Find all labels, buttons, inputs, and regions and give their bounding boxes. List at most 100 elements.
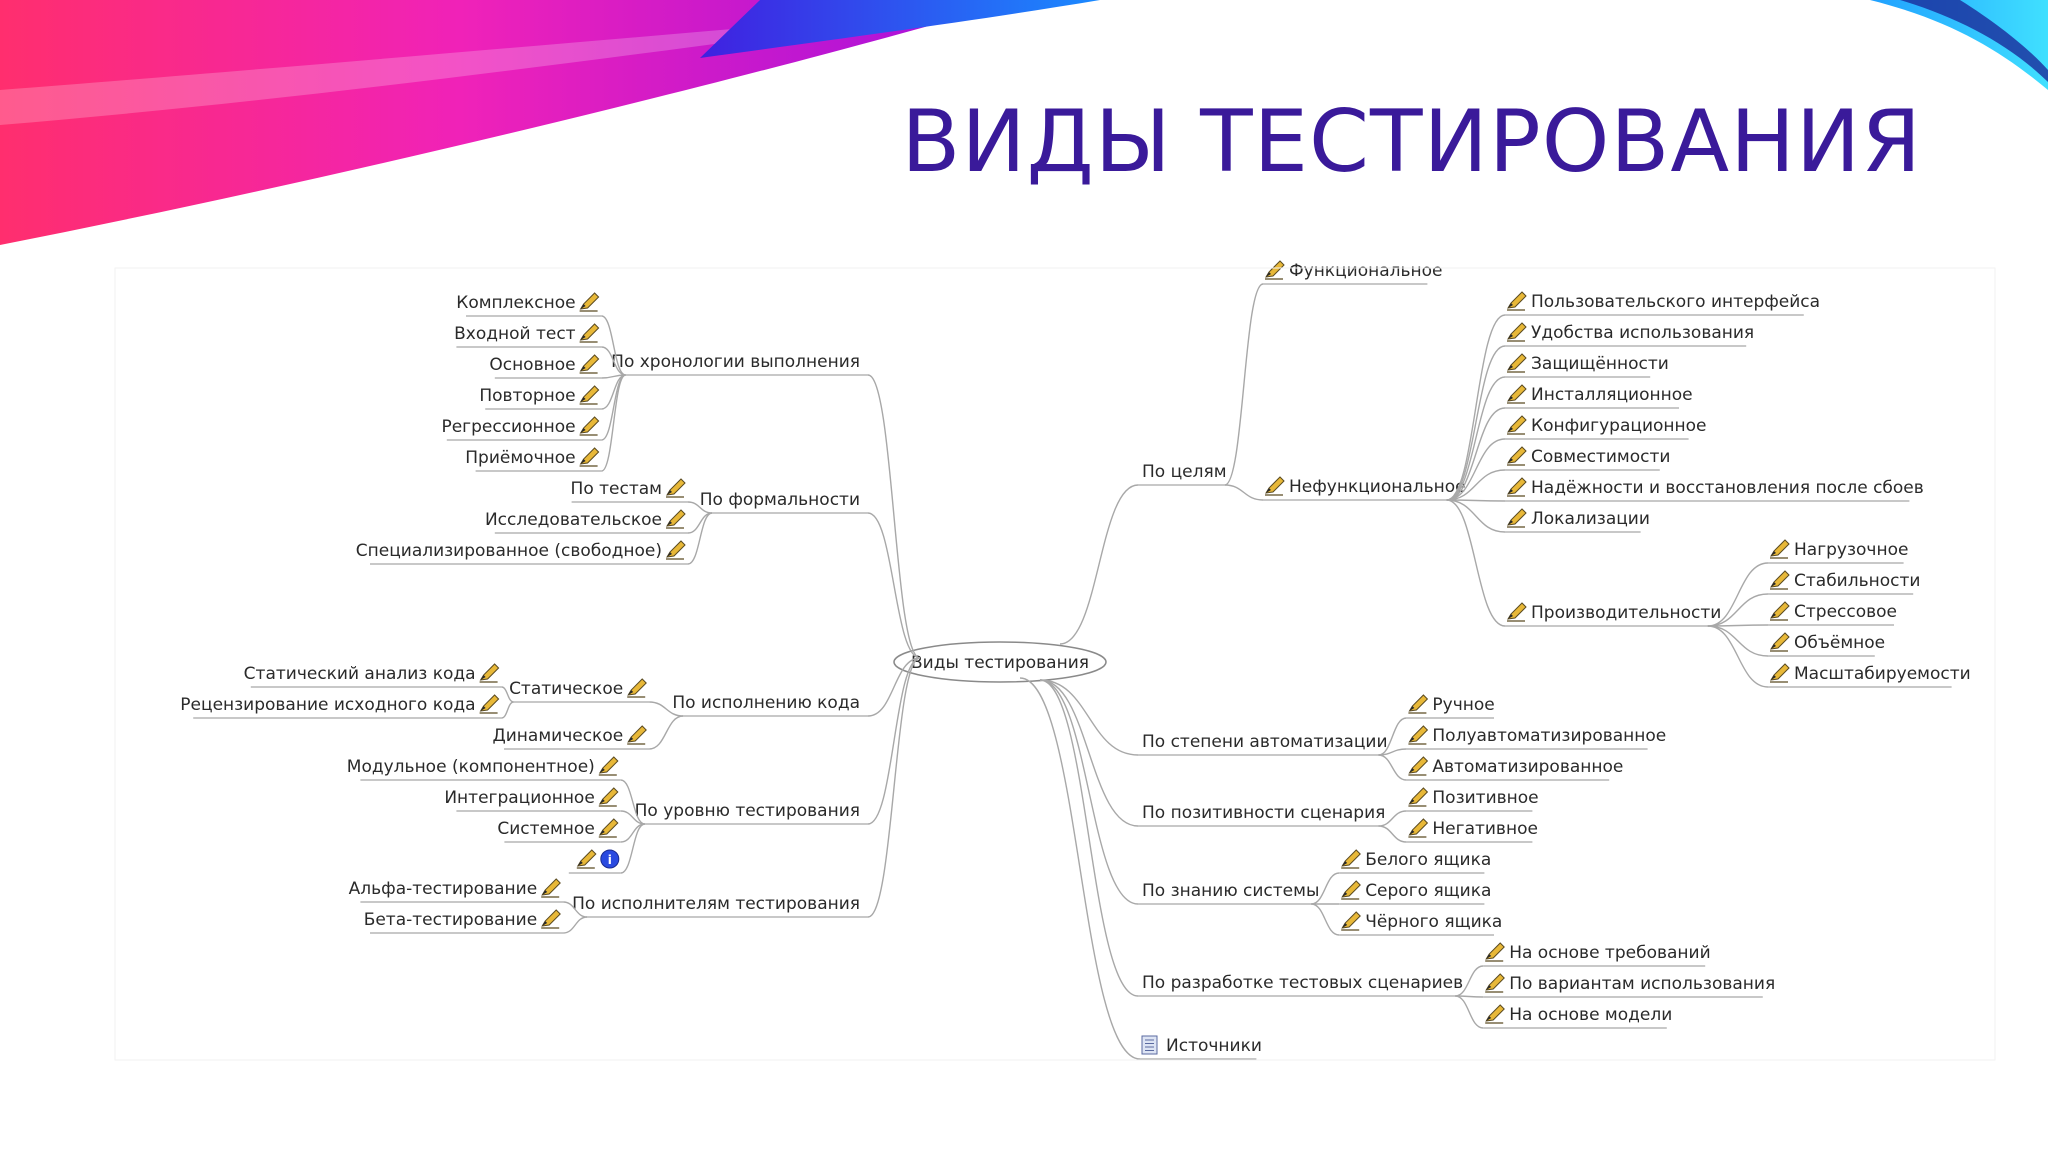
connector bbox=[620, 823, 646, 874]
node-label[interactable]: Системное bbox=[497, 819, 594, 839]
node-label[interactable]: Стрессовое bbox=[1794, 602, 1897, 622]
pencil-icon bbox=[1408, 818, 1429, 838]
pencil-icon bbox=[627, 678, 647, 698]
pencil-icon bbox=[1770, 663, 1790, 683]
node-label[interactable]: Статический анализ кода bbox=[244, 664, 476, 684]
slide-title: ВИДЫ ТЕСТИРОВАНИЯ bbox=[901, 92, 1922, 192]
pencil-icon bbox=[666, 478, 686, 498]
node-label[interactable]: Рецензирование исходного кода bbox=[180, 695, 475, 715]
node-label[interactable]: Нагрузочное bbox=[1794, 540, 1908, 560]
node-label[interactable]: Динамическое bbox=[492, 726, 623, 746]
pencil-icon bbox=[1507, 353, 1527, 373]
connector bbox=[1446, 345, 1506, 501]
node-label[interactable]: Основное bbox=[489, 355, 575, 375]
connector bbox=[1378, 825, 1407, 843]
pencil-icon bbox=[1507, 602, 1527, 622]
pencil-icon bbox=[579, 354, 600, 374]
node-label[interactable]: Белого ящика bbox=[1365, 850, 1491, 870]
node-label[interactable]: Статическое bbox=[509, 679, 623, 699]
node-label[interactable]: Функциональное bbox=[1289, 261, 1443, 281]
node-label[interactable]: Чёрного ящика bbox=[1365, 912, 1502, 932]
pencil-icon bbox=[1265, 260, 1285, 280]
pencil-icon bbox=[1770, 632, 1790, 652]
pencil-icon bbox=[666, 540, 686, 560]
node-label[interactable]: Ручное bbox=[1432, 695, 1494, 715]
node-label[interactable]: Производительности bbox=[1531, 603, 1721, 623]
connector bbox=[1707, 625, 1769, 688]
svg-text:i: i bbox=[608, 853, 612, 867]
root-node[interactable]: Виды тестирования bbox=[893, 641, 1107, 683]
node-label[interactable]: По исполнителям тестирования bbox=[572, 894, 860, 914]
node-label[interactable]: Стабильности bbox=[1794, 571, 1920, 591]
node-label[interactable]: Бета-тестирование bbox=[364, 910, 538, 930]
node-label[interactable]: Объёмное bbox=[1794, 633, 1885, 653]
node-label[interactable]: Нефункциональное bbox=[1289, 477, 1466, 497]
node-label[interactable]: Серого ящика bbox=[1365, 881, 1491, 901]
pencil-icon bbox=[1408, 756, 1429, 776]
node-label[interactable]: На основе модели bbox=[1509, 1005, 1672, 1025]
node-label[interactable]: По знанию системы bbox=[1142, 881, 1319, 901]
node-label[interactable]: Автоматизированное bbox=[1432, 757, 1623, 777]
node-label[interactable]: Приёмочное bbox=[465, 448, 575, 468]
pencil-icon bbox=[579, 292, 600, 312]
node-label[interactable]: По позитивности сценария bbox=[1142, 803, 1385, 823]
connector bbox=[501, 686, 514, 703]
connector bbox=[501, 701, 514, 719]
node-label[interactable]: Модульное (компонентное) bbox=[347, 757, 595, 777]
node-label[interactable]: Негативное bbox=[1432, 819, 1538, 839]
node-label[interactable]: Конфигурационное bbox=[1531, 416, 1706, 436]
diagram-frame bbox=[114, 267, 1996, 1061]
node-label[interactable]: По формальности bbox=[700, 490, 860, 510]
node-label[interactable]: Входной тест bbox=[454, 324, 576, 344]
node-label[interactable]: Специализированное (свободное) bbox=[356, 541, 662, 561]
node-label[interactable]: Исследовательское bbox=[485, 510, 662, 530]
node-label[interactable]: Совместимости bbox=[1531, 447, 1670, 467]
connector bbox=[1446, 499, 1506, 533]
connector bbox=[1378, 754, 1407, 781]
pencil-icon bbox=[1770, 601, 1790, 621]
pencil-icon bbox=[598, 756, 619, 776]
node-label[interactable]: Интеграционное bbox=[444, 788, 594, 808]
node-label[interactable]: Повторное bbox=[479, 386, 575, 406]
node-label[interactable]: Комплексное bbox=[456, 293, 575, 313]
node-label[interactable]: Надёжности и восстановления после сбоев bbox=[1531, 478, 1924, 498]
pencil-icon bbox=[1507, 508, 1527, 528]
node-label[interactable]: По уровню тестирования bbox=[635, 801, 860, 821]
node-label[interactable]: Инсталляционное bbox=[1531, 385, 1693, 405]
node-label[interactable]: По степени автоматизации bbox=[1142, 732, 1388, 752]
node-label[interactable]: Пользовательского интерфейса bbox=[1531, 292, 1820, 312]
connector bbox=[620, 779, 646, 825]
pencil-icon bbox=[1507, 384, 1527, 404]
node-label[interactable]: По хронологии выполнения bbox=[611, 352, 860, 372]
node-label[interactable]: По вариантам использования bbox=[1509, 974, 1775, 994]
node-label[interactable]: Локализации bbox=[1531, 509, 1650, 529]
pencil-icon bbox=[598, 787, 619, 807]
node-label[interactable]: Альфа-тестирование bbox=[349, 879, 538, 899]
branch-connector bbox=[1019, 677, 1141, 1060]
node-label[interactable]: Позитивное bbox=[1432, 788, 1538, 808]
pencil-icon bbox=[541, 878, 561, 898]
node-label[interactable]: По исполнению кода bbox=[672, 693, 860, 713]
node-label[interactable]: Источники bbox=[1166, 1036, 1262, 1056]
node-label[interactable]: Полуавтоматизированное bbox=[1432, 726, 1666, 746]
node-label[interactable]: По тестам bbox=[571, 479, 662, 499]
root-label: Виды тестирования bbox=[911, 653, 1089, 673]
connector bbox=[1446, 314, 1506, 501]
node-label[interactable]: Регрессионное bbox=[441, 417, 575, 437]
connector bbox=[1311, 903, 1340, 936]
node-label[interactable]: На основе требований bbox=[1509, 943, 1710, 963]
decorative-banner bbox=[0, 0, 2048, 245]
connector bbox=[1446, 376, 1506, 501]
banner-blue-band bbox=[700, 0, 1100, 58]
banner-navy-streak bbox=[1900, 0, 2048, 82]
mindmap-diagram: Виды тестирования По хронологии выполнени… bbox=[114, 260, 1996, 1061]
node-label[interactable]: По разработке тестовых сценариев bbox=[1142, 973, 1463, 993]
connector bbox=[1446, 499, 1506, 627]
branch-connector bbox=[867, 657, 921, 717]
node-label[interactable]: Защищённости bbox=[1531, 354, 1669, 374]
node-label[interactable]: Масштабируемости bbox=[1794, 664, 1971, 684]
node-label[interactable]: По целям bbox=[1142, 462, 1227, 482]
document-icon bbox=[1141, 1035, 1158, 1055]
pencil-icon bbox=[1408, 787, 1429, 807]
node-label[interactable]: Удобства использования bbox=[1531, 323, 1754, 343]
